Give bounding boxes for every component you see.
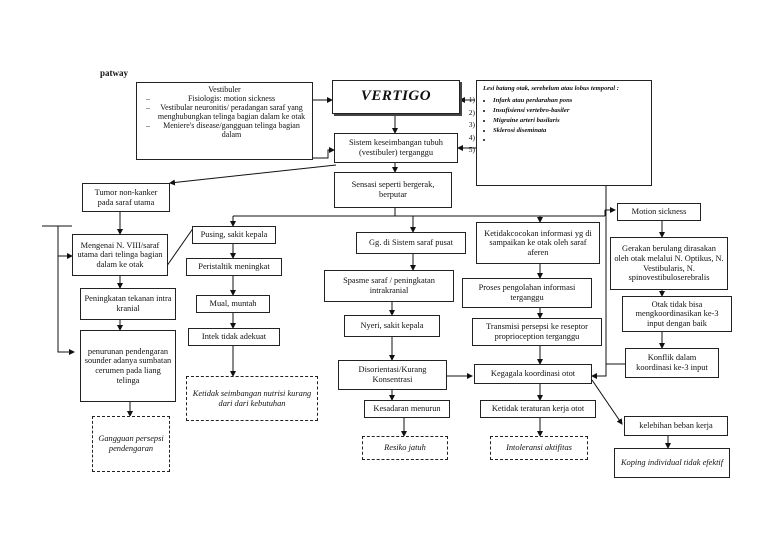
lesi-item: Migraine arteri basilaris: [493, 116, 645, 126]
proses-pengolahan-box: Proses pengolahan informasi terganggu: [462, 278, 592, 308]
resiko-jatuh-box: Resiko jatuh: [362, 436, 448, 460]
penurunan-box: penurunan pendengaran sounder adanya sum…: [80, 330, 176, 402]
konflik-box: Konflik dalam koordinasi ke-3 input: [625, 348, 719, 378]
vestibuler-item: Meniere's disease/gangguan telinga bagia…: [163, 120, 300, 139]
motion-sickness-box: Motion sickness: [617, 203, 701, 221]
vestibuler-item: Fisiologis: motion sickness: [187, 93, 276, 103]
koping-individual-box: Koping individual tidak efektif: [614, 448, 730, 478]
mengenai-box: Mengenai N. VIII/saraf utama dari teling…: [72, 234, 168, 276]
lesi-title: Lesi batang otak, serebelum atau lobus t…: [483, 85, 619, 92]
tumor-box: Tumor non-kanker pada saraf utama: [82, 183, 170, 212]
otak-tidak-bisa-box: Otak tidak bisa mengkoordinasikan ke-3 i…: [622, 296, 732, 332]
vertigo-box: VERTIGO: [332, 80, 460, 114]
lesi-item: Infark atau perdarahan pons: [493, 96, 645, 106]
gerakan-berulang-box: Gerakan berulang dirasakan oleh otak mel…: [610, 237, 728, 290]
gangguan-persepsi-box: Gangguan persepsi pendengaran: [92, 416, 170, 472]
diagram-heading: patway: [100, 68, 129, 78]
lesi-item: Sklerosi diseminata: [493, 126, 645, 136]
vestibuler-title: Vestibuler: [208, 85, 241, 94]
ketidakcocokan-box: Ketidakcocokan informasi yg di sampaikan…: [476, 222, 600, 264]
lesi-item: [493, 135, 645, 145]
kelebihan-beban-box: kelebihan beban kerja: [624, 416, 728, 436]
vestibuler-box: Vestibuler –Fisiologis: motion sickness …: [136, 82, 313, 160]
intoleransi-aktifitas-box: Intoleransi aktifitas: [490, 436, 588, 460]
ketidakteraturan-box: Ketidak teraturan kerja otot: [480, 400, 596, 418]
lesi-numbers: 1) 2) 3) 4) 5): [468, 95, 475, 154]
ketidakseimbangan-nutrisi-box: Ketidak seimbangan nutrisi kurang dari d…: [186, 376, 318, 421]
lesi-item: Insufisiensi vertebro-basiler: [493, 106, 645, 116]
pusing-box: Pusing, sakit kepala: [192, 226, 276, 244]
gg-sistem-saraf-box: Gg. di Sistem saraf pusat: [356, 232, 466, 254]
vestibuler-item: Vestibular neuronitis/ peradangan saraf …: [157, 102, 306, 121]
peristaltik-box: Peristaltik meningkat: [186, 258, 282, 276]
spasme-box: Spasme saraf / peningkatan intrakranial: [324, 270, 454, 302]
sistem-keseimbangan-box: Sistem keseimbangan tubuh (vestibuler) t…: [334, 133, 458, 163]
peningkatan-tekanan-box: Peningkatan tekanan intra kranial: [80, 288, 176, 320]
nyeri-box: Nyeri, sakit kepala: [344, 315, 440, 337]
sensasi-box: Sensasi seperti bergerak, berputar: [334, 172, 452, 208]
transmisi-box: Transmisi persepsi ke reseptor proprioce…: [472, 318, 602, 346]
kegagalan-koordinasi-box: Kegagala koordinasi otot: [474, 364, 592, 384]
disorientasi-box: Disorientasi/Kurang Konsentrasi: [338, 360, 447, 390]
intek-box: Intek tidak adekuat: [188, 328, 280, 346]
kesadaran-box: Kesadaran menurun: [364, 400, 450, 418]
lesi-box: Lesi batang otak, serebelum atau lobus t…: [476, 80, 652, 186]
mual-box: Mual, muntah: [196, 295, 270, 313]
